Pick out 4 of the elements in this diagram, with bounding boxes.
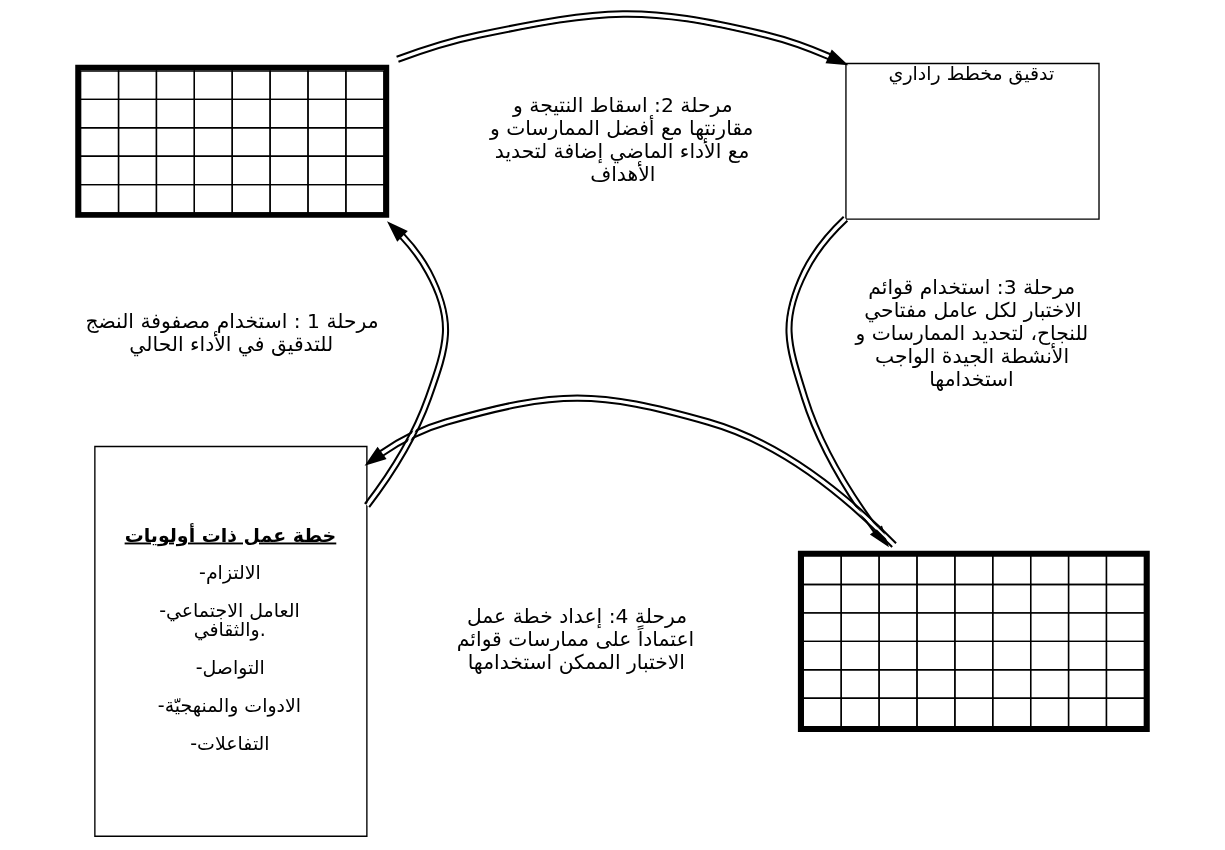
label: مرحلة 3: استخدام قوائم الاختبار لكل عامل مفتاحي للنجاح، لتحديد الممارسات و الأنشطة الجيدة الواجب استخدامها — [855, 274, 1089, 391]
label: مرحلة 2: اسقاط النتيجة و مقارنتها مع أفضل الممارسات و مع الأداء الماضي إضافة لتحديد الأهداف — [490, 92, 754, 186]
label: مرحلة 1 : استخدام مصفوفة النضج للتدقيق في الأداء الحالي — [85, 309, 379, 357]
label: مرحلة 4: إعداد خطة عمل اعتماداً على ممارسات قوائم الاختبار الممكن استخدامها — [456, 604, 695, 675]
